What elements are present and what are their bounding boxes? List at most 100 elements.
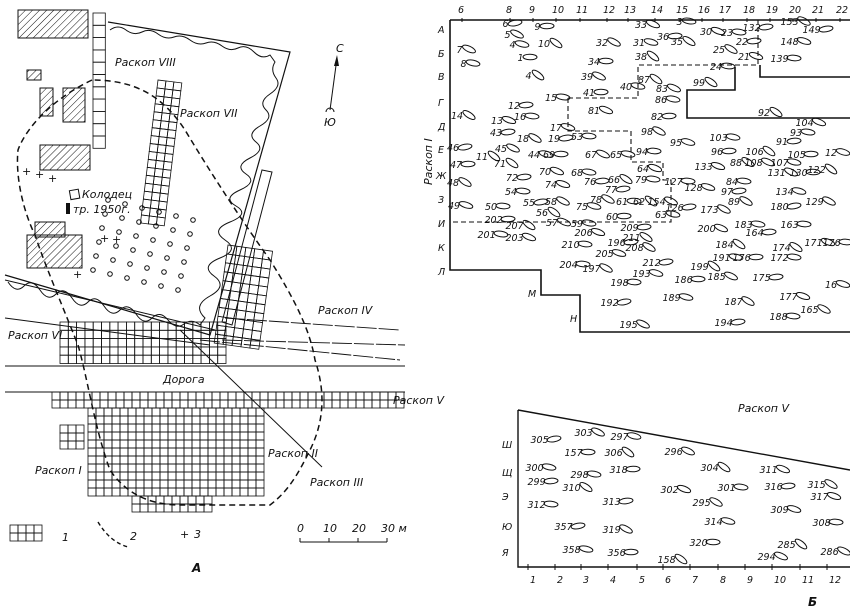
grave-number: 191: [713, 253, 731, 264]
strip-east: [221, 169, 273, 326]
grave-number: 71: [494, 159, 506, 170]
grave-number: 40: [620, 82, 632, 93]
grid-square: [183, 439, 193, 449]
grid-square: [231, 479, 241, 489]
grid-square: [159, 346, 169, 356]
grave-number: 296: [665, 447, 683, 458]
grid-square: [103, 431, 113, 441]
grave-number: 39: [581, 72, 593, 83]
grave-outline: [460, 160, 476, 168]
grave-outline: [457, 143, 473, 151]
grave-outline: [560, 123, 576, 131]
grave-outline: [794, 538, 808, 550]
grave-outline: [458, 201, 474, 209]
grave-outline: [710, 161, 726, 171]
grave-outline: [625, 465, 641, 473]
grid-square: [157, 200, 168, 211]
tree-circle: [119, 215, 125, 221]
grid-square: [223, 423, 233, 433]
grid-square: [207, 423, 217, 433]
column-label: 9: [529, 5, 535, 16]
grid-square: [199, 487, 209, 497]
tree-circle: [184, 245, 190, 251]
grave-outline: [667, 83, 681, 93]
grave-outline: [586, 202, 602, 210]
grid-square: [143, 439, 153, 449]
tree-circle: [147, 251, 153, 257]
road-label: Дорога: [162, 373, 205, 386]
grave-number: 194: [715, 318, 733, 329]
grave-outline: [646, 147, 662, 155]
grid-square: [231, 439, 241, 449]
grave-outline: [780, 482, 796, 490]
grid-square: [175, 471, 185, 481]
grave-outline: [518, 101, 534, 109]
grave-number: 164: [746, 228, 764, 239]
grave-outline: [619, 524, 633, 534]
tree-circle: [96, 239, 102, 245]
grave-outline: [594, 177, 610, 185]
grave-outline: [828, 518, 844, 526]
grid-square: [255, 415, 265, 425]
grave-number: 205: [596, 249, 614, 260]
grid-square: [92, 321, 102, 331]
grid-square: [91, 391, 101, 401]
grid-square: [159, 447, 169, 457]
grave-number: 89: [728, 197, 740, 208]
grid-square: [135, 439, 145, 449]
grid-square: [111, 415, 121, 425]
grave-outline: [626, 197, 642, 205]
grid-square: [235, 391, 245, 401]
building: [26, 234, 83, 269]
tree-circle: [110, 257, 116, 263]
grid-square: [191, 479, 201, 489]
excavation-grid: [59, 424, 85, 450]
grid-square: [167, 447, 177, 457]
grave-outline: [514, 40, 530, 48]
row-label: Ш: [502, 440, 512, 451]
excavation-label: Раскоп I: [35, 464, 82, 477]
column-label: 3: [583, 575, 589, 586]
grid-square: [156, 79, 167, 90]
grid-square: [92, 346, 102, 356]
grid-square: [164, 145, 175, 155]
grid-square: [166, 129, 177, 139]
grave-number: 358: [563, 545, 581, 556]
excavation-outline: [517, 409, 850, 568]
grid-square: [163, 399, 173, 409]
excavation-grid: [213, 244, 274, 350]
grave-outline: [546, 435, 562, 443]
grid-square: [331, 399, 341, 409]
row-label: К: [438, 243, 446, 254]
grave-number: 68: [571, 168, 583, 179]
grid-square: [59, 440, 69, 450]
grave-number: 308: [813, 518, 831, 529]
grid-square: [103, 479, 113, 489]
grid-square: [163, 88, 174, 99]
grave-outline: [578, 545, 594, 553]
grid-square: [107, 399, 117, 409]
excavation-grid: [140, 79, 183, 227]
grid-square: [33, 532, 43, 542]
grave-outline: [626, 278, 642, 286]
grid-square: [99, 391, 109, 401]
grid-square: [215, 447, 225, 457]
grid-square: [167, 423, 177, 433]
grid-square: [215, 487, 225, 497]
grave-outline: [510, 29, 524, 39]
grave-number: 206: [575, 228, 593, 239]
grid-square: [199, 423, 209, 433]
grave-number: 176: [733, 253, 751, 264]
grave-outline: [789, 241, 803, 253]
grave-number: 172: [771, 253, 789, 264]
excavation-grid: [131, 495, 213, 513]
grave-number: 298: [571, 470, 589, 481]
grid-square: [147, 495, 157, 505]
grid-square: [159, 184, 170, 195]
building: [39, 144, 91, 171]
row-label: Д: [437, 122, 445, 133]
grave-outline: [724, 271, 738, 281]
grave-outline: [762, 145, 776, 157]
grid-square: [192, 346, 202, 356]
grid-square: [275, 391, 285, 401]
